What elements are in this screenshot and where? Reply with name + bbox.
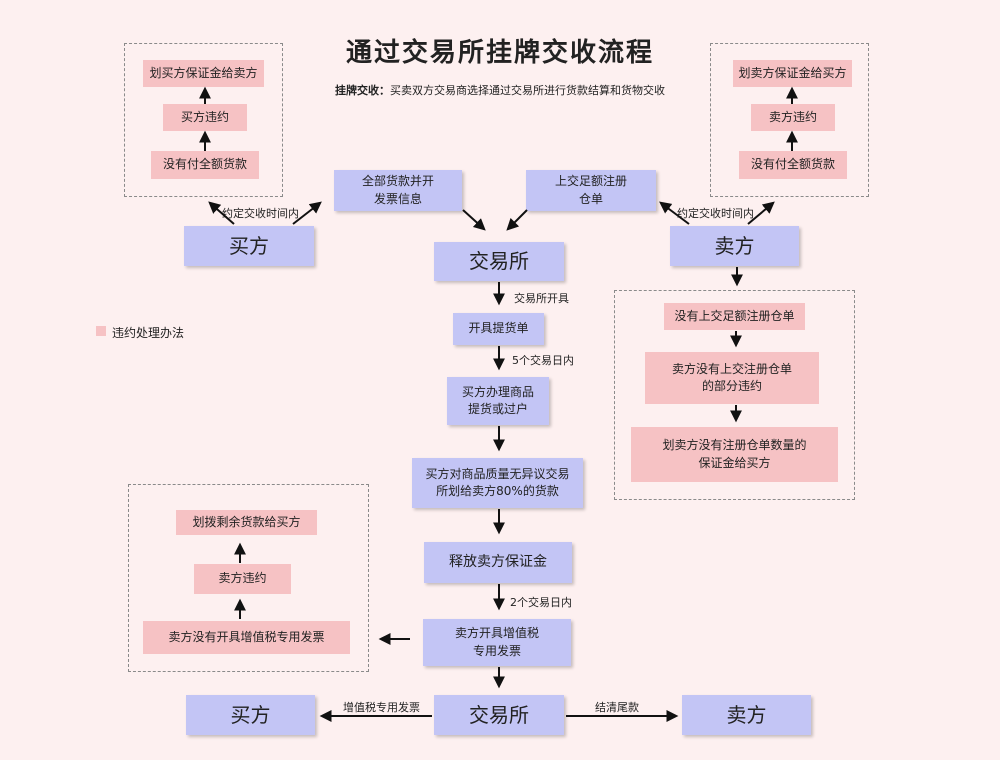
exchange-bottom-box: 交易所 — [434, 695, 564, 735]
release-margin-box: 释放卖方保证金 — [424, 542, 572, 583]
transfer-80-box: 买方对商品质量无异议交易 所划给卖方80%的货款 — [412, 458, 583, 508]
subtitle: 挂牌交收：买卖双方交易商选择通过交易所进行货款结算和货物交收 — [0, 82, 1000, 98]
seller-bottom-box: 卖方 — [682, 695, 811, 735]
page-title: 通过交易所挂牌交收流程 — [345, 38, 654, 68]
buyer-bottom-box: 买方 — [186, 695, 315, 735]
seller-default-group-top — [710, 43, 869, 197]
buyer-default-transfer-margin: 划买方保证金给卖方 — [143, 60, 264, 87]
seller-top-box: 卖方 — [670, 226, 799, 266]
subtitle-text: 买卖双方交易商选择通过交易所进行货款结算和货物交收 — [390, 84, 665, 97]
buyer-top-box: 买方 — [184, 226, 314, 266]
seller-default-breach-bottom: 卖方违约 — [194, 564, 291, 594]
label-exchange-issues: 交易所开具 — [514, 292, 569, 305]
label-settle: 结清尾款 — [595, 701, 639, 714]
arrow-payment-to-exchange — [462, 209, 486, 231]
subtitle-label: 挂牌交收： — [335, 84, 390, 97]
buyer-default-group — [124, 43, 283, 197]
buyer-pickup-box: 买方办理商品 提货或过户 — [447, 377, 549, 425]
seller-default-no-vat-invoice: 卖方没有开具增值税专用发票 — [143, 621, 350, 654]
label-agreed-time-seller: 约定交收时间内 — [677, 207, 754, 220]
seller-default-margin-to-buyer: 划卖方没有注册仓单数量的 保证金给买方 — [631, 427, 838, 482]
label-vat-invoice: 增值税专用发票 — [343, 701, 420, 714]
bill-of-lading-box: 开具提货单 — [453, 313, 544, 345]
label-two-days: 2个交易日内 — [510, 596, 572, 609]
legend-label: 违约处理办法 — [112, 326, 185, 340]
buyer-default-breach: 买方违约 — [163, 104, 247, 131]
submit-receipt-box: 上交足额注册 仓单 — [526, 170, 656, 211]
arrow-buyer-to-default — [208, 201, 235, 225]
arrow-buyer-to-payment — [292, 201, 322, 225]
full-payment-box: 全部货款并开 发票信息 — [334, 170, 462, 211]
legend-swatch — [96, 326, 106, 336]
seller-default-group-bottom — [128, 484, 369, 672]
seller-default-partial-breach: 卖方没有上交注册仓单 的部分违约 — [645, 352, 819, 404]
seller-default-no-full-payment: 没有付全额货款 — [739, 151, 847, 179]
label-five-days: 5个交易日内 — [512, 354, 574, 367]
arrow-seller-to-default — [747, 201, 775, 225]
seller-default-remaining-payment: 划拨剩余货款给买方 — [176, 510, 317, 535]
seller-default-transfer-margin: 划卖方保证金给买方 — [733, 60, 852, 87]
seller-default-group-right — [614, 290, 855, 500]
seller-default-no-receipt: 没有上交足额注册仓单 — [664, 303, 805, 330]
label-agreed-time-buyer: 约定交收时间内 — [222, 207, 299, 220]
arrow-seller-to-receipt — [659, 201, 690, 225]
exchange-top-box: 交易所 — [434, 242, 564, 281]
buyer-default-no-full-payment: 没有付全额货款 — [151, 151, 259, 179]
vat-invoice-box: 卖方开具增值税 专用发票 — [423, 619, 571, 666]
arrow-receipt-to-exchange — [506, 209, 528, 231]
seller-default-breach-top: 卖方违约 — [751, 104, 835, 131]
